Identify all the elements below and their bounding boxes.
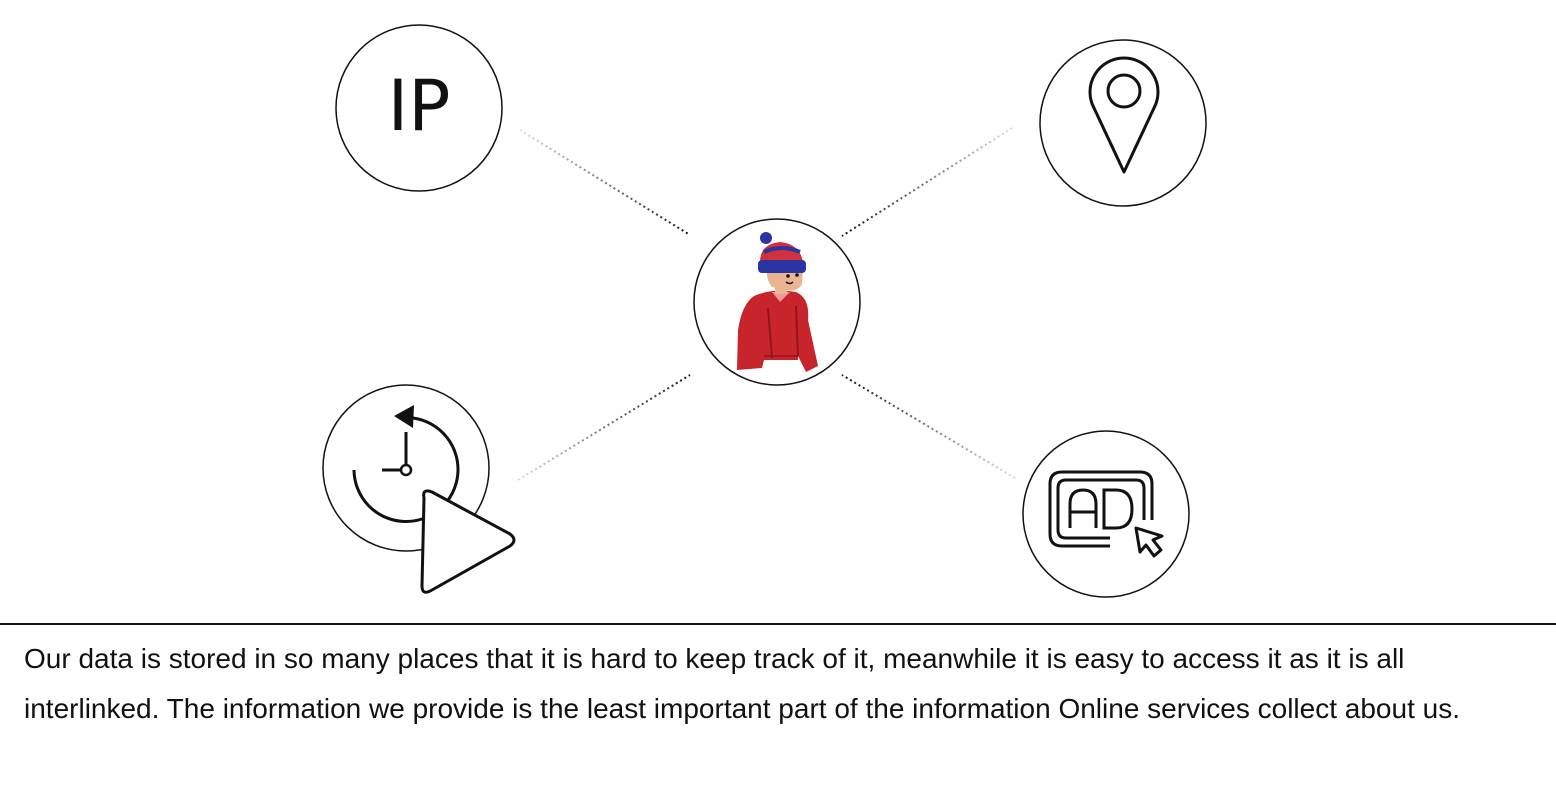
- data-interlink-diagram: IP: [322, 24, 1207, 598]
- node-ip: IP: [335, 24, 503, 192]
- caption-text: Our data is stored in so many places tha…: [24, 643, 1460, 724]
- person-avatar-icon: [737, 232, 818, 372]
- connector-ad: [841, 374, 1016, 479]
- ip-address-icon: IP: [388, 65, 451, 147]
- node-ad: [1022, 430, 1190, 598]
- node-location: [1039, 39, 1207, 207]
- connector-history: [517, 374, 691, 481]
- play-icon: [420, 489, 516, 594]
- node-user: [693, 218, 861, 386]
- divider-line: [0, 623, 1556, 625]
- node-history: [322, 384, 516, 594]
- location-pin-icon: [1088, 56, 1160, 174]
- connector-ip: [519, 129, 691, 236]
- ad-click-icon: [1048, 470, 1164, 558]
- connector-location: [841, 127, 1013, 237]
